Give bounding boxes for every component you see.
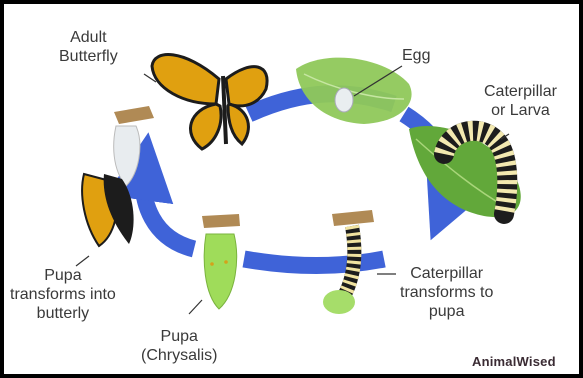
brand-logo: AnimalWised xyxy=(472,354,556,369)
cycle-arrows xyxy=(143,94,450,266)
label-chrysalis-line2: (Chrysalis) xyxy=(141,346,217,365)
label-adult-butterfly: Adult Butterfly xyxy=(59,28,118,66)
label-caterpillar-larva: Caterpillar or Larva xyxy=(484,82,557,120)
label-larva-line2: or Larva xyxy=(484,101,557,120)
label-adult-line1: Adult xyxy=(59,28,118,47)
label-chrysalis: Pupa (Chrysalis) xyxy=(141,327,217,365)
life-cycle-diagram: Adult Butterfly Egg Caterpillar or Larva… xyxy=(4,4,579,374)
label-chrysalis-line1: Pupa xyxy=(141,327,217,346)
label-pupa-to-butterfly-line3: butterly xyxy=(10,304,116,323)
monarch-butterfly-icon xyxy=(152,55,267,149)
label-pupa-to-butterfly: Pupa transforms into butterly xyxy=(10,266,116,323)
emerging-butterfly-icon xyxy=(82,126,140,246)
arrow-chrysalis-to-pupa xyxy=(143,166,194,249)
arrow-larva-to-pupa xyxy=(244,259,384,265)
label-egg-line1: Egg xyxy=(402,46,430,65)
leaf-egg xyxy=(296,58,412,124)
label-larva-line1: Caterpillar xyxy=(484,82,557,101)
twig-1 xyxy=(114,106,154,124)
label-adult-line2: Butterfly xyxy=(59,47,118,66)
twig-2 xyxy=(202,214,240,228)
label-pupa-to-butterfly-line2: transforms into xyxy=(10,285,116,304)
egg-icon xyxy=(335,88,353,112)
label-pupa-to-butterfly-line1: Pupa xyxy=(10,266,116,285)
chrysalis-icon xyxy=(204,234,236,309)
label-cat-to-pupa-line1: Caterpillar xyxy=(400,264,493,283)
label-cat-to-pupa-line3: pupa xyxy=(400,302,493,321)
label-cat-to-pupa-line2: transforms to xyxy=(400,283,493,302)
twig-3 xyxy=(332,210,374,226)
label-egg: Egg xyxy=(402,46,430,65)
label-caterpillar-to-pupa: Caterpillar transforms to pupa xyxy=(400,264,493,321)
